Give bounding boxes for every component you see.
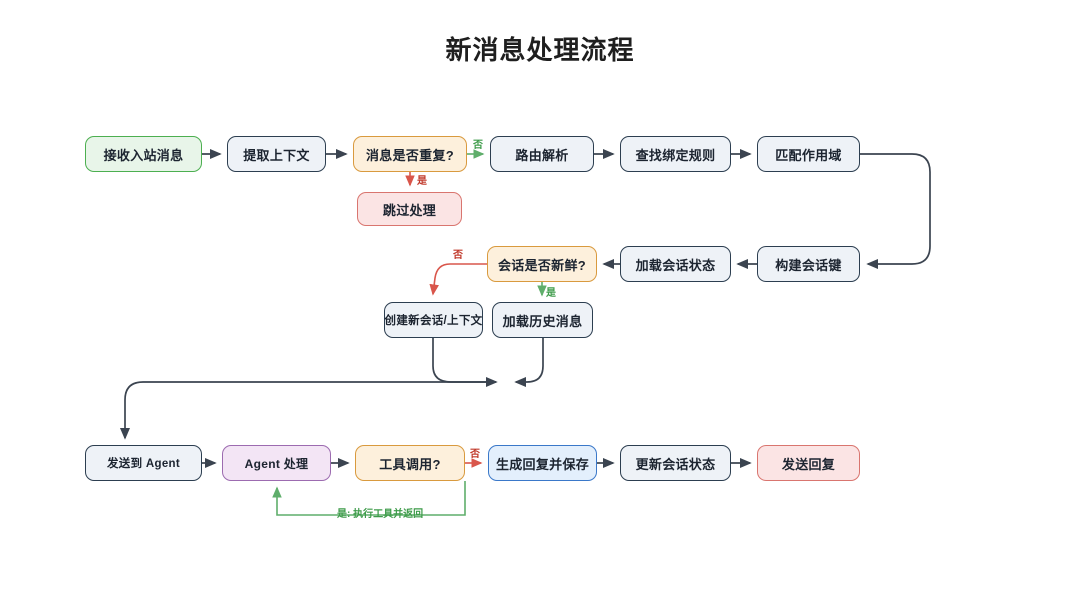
flow-node-n4[interactable]: 跳过处理	[357, 192, 462, 226]
flow-node-n17[interactable]: 更新会话状态	[620, 445, 731, 481]
flow-node-n16[interactable]: 生成回复并保存	[488, 445, 597, 481]
flow-node-n3[interactable]: 消息是否重复?	[353, 136, 467, 172]
edge-n11-join	[432, 338, 498, 388]
edge-n10-n11-no	[429, 263, 487, 296]
edge-n12-join	[514, 338, 544, 388]
flow-node-n14[interactable]: Agent 处理	[222, 445, 331, 481]
edge-label-e-l2: 是	[417, 176, 427, 187]
flow-node-n10[interactable]: 会话是否新鲜?	[487, 246, 597, 282]
flow-node-n2[interactable]: 提取上下文	[227, 136, 326, 172]
flow-node-n11[interactable]: 创建新会话/上下文	[384, 302, 483, 338]
edge-label-e-l1: 否	[473, 140, 483, 151]
flow-node-n8[interactable]: 构建会话键	[757, 246, 860, 282]
edge-label-e-l3: 否	[453, 250, 463, 261]
flow-node-n9[interactable]: 加载会话状态	[620, 246, 731, 282]
flow-node-n12[interactable]: 加载历史消息	[492, 302, 593, 338]
edge-label-e-l5: 否	[470, 449, 480, 460]
page-title: 新消息处理流程	[445, 35, 635, 65]
flow-node-n1[interactable]: 接收入站消息	[85, 136, 202, 172]
edge-join-n13	[119, 381, 496, 440]
flow-node-n6[interactable]: 查找绑定规则	[620, 136, 731, 172]
edge-n7-n8	[860, 153, 931, 270]
flow-node-n18[interactable]: 发送回复	[757, 445, 860, 481]
flow-node-n13[interactable]: 发送到 Agent	[85, 445, 202, 481]
edge-label-e-l6: 是: 执行工具并返回	[337, 509, 424, 520]
edge-label-e-l4: 是	[546, 288, 556, 299]
flow-node-n5[interactable]: 路由解析	[490, 136, 594, 172]
flow-node-n15[interactable]: 工具调用?	[355, 445, 465, 481]
flow-node-n7[interactable]: 匹配作用域	[757, 136, 860, 172]
